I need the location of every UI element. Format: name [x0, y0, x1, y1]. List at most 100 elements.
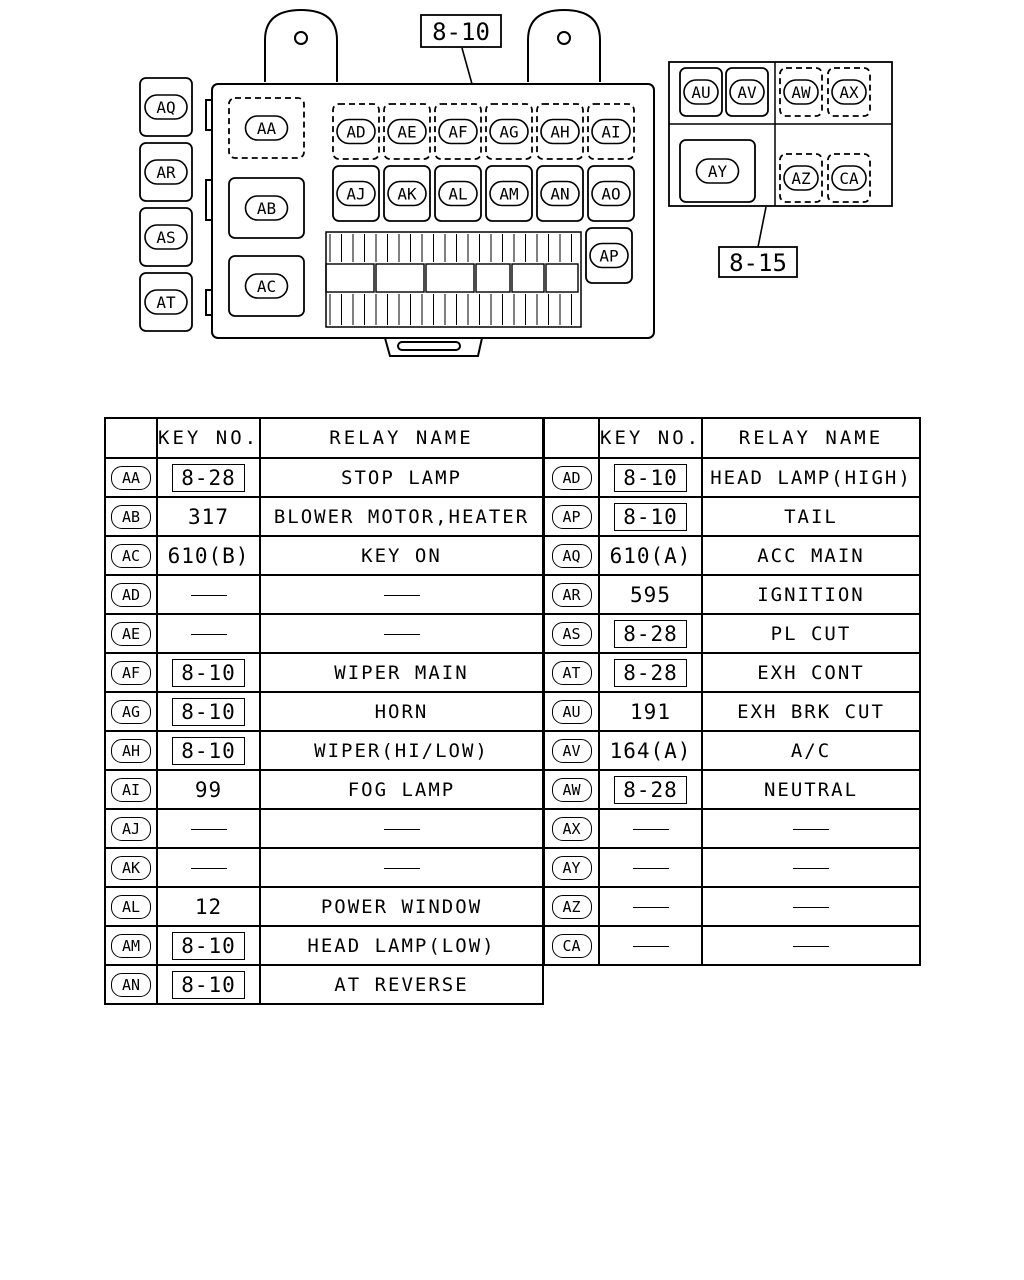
empty-dash — [793, 945, 829, 947]
callout-leader — [757, 206, 767, 248]
header-key-no: KEY NO. — [598, 417, 703, 459]
relay-name: HORN — [374, 700, 429, 723]
relay-name: BLOWER MOTOR,HEATER — [273, 505, 530, 528]
position-cell: AD — [104, 574, 158, 615]
relay-socket — [383, 103, 431, 160]
relay-name-cell: POWER WINDOW — [259, 886, 544, 927]
key-no-reference: 8-10 — [614, 463, 687, 492]
relay-socket — [587, 103, 635, 160]
table-row: AD — [104, 574, 544, 615]
table-row: AZ — [543, 886, 921, 927]
relay-name: KEY ON — [361, 544, 442, 567]
relay-name-cell: IGNITION — [701, 574, 921, 615]
relay-socket — [536, 165, 584, 222]
position-label: AW — [551, 777, 592, 802]
key-no-reference: 8-28 — [614, 619, 687, 648]
relay-name-cell: STOP LAMP — [259, 457, 544, 498]
key-no-cell: 164(A) — [598, 730, 703, 771]
header-key-no: KEY NO. — [156, 417, 261, 459]
relay-label-oval — [336, 180, 376, 207]
relay-name-cell — [701, 886, 921, 927]
relay-socket — [228, 255, 305, 317]
relay-label-oval — [244, 115, 289, 141]
relay-label: AN — [550, 185, 569, 204]
relay-name-cell: ACC MAIN — [701, 535, 921, 576]
relay-label: AI — [601, 123, 620, 142]
position-cell: AL — [104, 886, 158, 927]
key-no-cell: 610(A) — [598, 535, 703, 576]
position-label: CA — [551, 933, 592, 958]
relay-label-oval — [244, 273, 289, 299]
relay-label-oval — [831, 165, 867, 191]
relay-label-oval — [729, 79, 765, 105]
relay-socket — [725, 67, 769, 117]
table-row: AD 8-10 HEAD LAMP(HIGH) — [543, 457, 921, 498]
relay-label-oval — [336, 118, 376, 145]
key-no-reference: 8-28 — [614, 775, 687, 804]
relay-label: AJ — [346, 185, 365, 204]
relay-label-oval — [144, 224, 188, 250]
relay-socket — [434, 165, 482, 222]
key-no-cell: 610(B) — [156, 535, 261, 576]
position-label: AM — [111, 933, 151, 958]
relay-label: AA — [257, 119, 277, 138]
relay-socket — [779, 67, 823, 117]
relay-label-oval — [783, 79, 819, 105]
position-label: AP — [551, 504, 592, 529]
key-no-reference: 8-10 — [172, 970, 245, 999]
relay-name-cell: WIPER(HI/LOW) — [259, 730, 544, 771]
header-position — [543, 417, 600, 459]
relay-label: AR — [156, 163, 176, 182]
relay-name: POWER WINDOW — [320, 895, 483, 918]
key-no-reference: 8-10 — [172, 697, 245, 726]
key-no-value: 191 — [630, 699, 671, 724]
relay-socket — [332, 103, 380, 160]
position-label: AX — [551, 816, 592, 841]
position-cell: AB — [104, 496, 158, 537]
position-label: AE — [111, 621, 151, 646]
key-no-value: 317 — [188, 504, 229, 529]
relay-label-oval — [244, 195, 289, 221]
relay-label-oval — [387, 180, 427, 207]
empty-dash — [632, 828, 669, 830]
position-label: AZ — [551, 894, 592, 919]
relay-socket — [434, 103, 482, 160]
position-label: AF — [111, 660, 151, 685]
position-label: AN — [111, 972, 151, 997]
relay-name-cell: KEY ON — [259, 535, 544, 576]
relay-label: AV — [737, 83, 757, 102]
key-no-reference: 8-10 — [172, 931, 245, 960]
relay-name-cell — [259, 808, 544, 849]
relay-name-cell: WIPER MAIN — [259, 652, 544, 693]
relay-socket — [679, 67, 723, 117]
relay-name-cell: HEAD LAMP(HIGH) — [701, 457, 921, 498]
key-no-reference: 8-10 — [614, 502, 687, 531]
position-cell: AW — [543, 769, 600, 810]
key-no-cell: 8-10 — [156, 730, 261, 771]
relay-label: AT — [156, 293, 176, 312]
callout-box — [718, 246, 798, 278]
relay-label: AQ — [156, 98, 175, 117]
table-row: AB 317 BLOWER MOTOR,HEATER — [104, 496, 544, 537]
relay-name-cell: A/C — [701, 730, 921, 771]
box-clip — [205, 99, 212, 316]
position-label: AB — [111, 504, 151, 529]
position-cell: AH — [104, 730, 158, 771]
position-label: AU — [551, 699, 592, 724]
empty-dash — [383, 594, 420, 596]
relay-socket — [139, 272, 193, 332]
position-cell: AD — [543, 457, 600, 498]
relay-label: AF — [448, 123, 467, 142]
key-no-cell: 8-10 — [156, 925, 261, 966]
key-no-cell: 8-10 — [156, 964, 261, 1005]
